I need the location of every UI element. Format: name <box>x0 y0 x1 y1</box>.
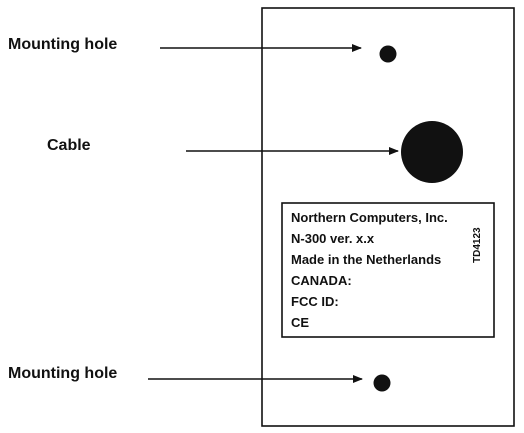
callout-label-mounting-hole-top: Mounting hole <box>8 36 117 53</box>
plate-line-origin: Made in the Netherlands <box>291 252 441 267</box>
mounting-hole-top <box>379 45 397 63</box>
plate-line-canada: CANADA: <box>291 273 352 288</box>
plate-line-fcc-id: FCC ID: <box>291 294 339 309</box>
plate-line-model: N-300 ver. x.x <box>291 231 375 246</box>
plate-line-manufacturer: Northern Computers, Inc. <box>291 210 448 225</box>
mounting-hole-bottom <box>373 374 391 392</box>
callout-label-cable: Cable <box>47 137 91 154</box>
label-plate <box>281 202 495 338</box>
plate-line-ce-mark: CE <box>291 315 309 330</box>
drawing-code: TD4123 <box>472 227 483 263</box>
cable-opening <box>401 121 463 183</box>
callout-label-mounting-hole-bottom: Mounting hole <box>8 365 117 382</box>
